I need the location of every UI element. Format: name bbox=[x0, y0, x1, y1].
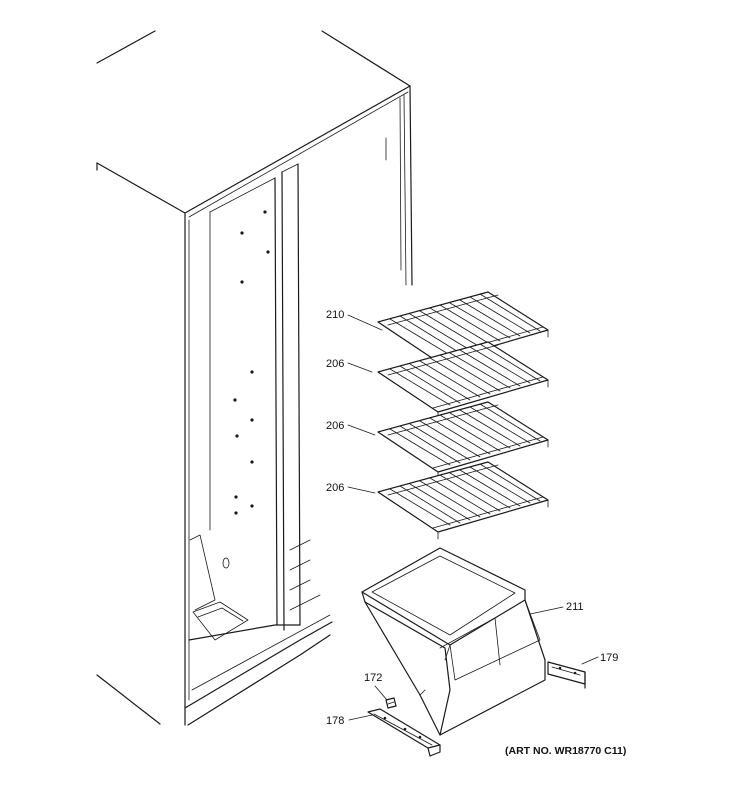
slide-rail-178 bbox=[367, 708, 441, 757]
shelf-206-upper bbox=[377, 341, 549, 420]
callout-178: 178 bbox=[326, 715, 344, 727]
callout-210: 210 bbox=[326, 309, 344, 321]
callout-206-upper: 206 bbox=[326, 358, 344, 370]
screw-172 bbox=[385, 697, 397, 709]
leader-lines bbox=[347, 314, 599, 721]
callout-179: 179 bbox=[600, 652, 618, 664]
callout-206-lower: 206 bbox=[326, 482, 344, 494]
storage-bin-211 bbox=[361, 547, 546, 736]
callout-206-middle: 206 bbox=[326, 420, 344, 432]
shelf-206-middle bbox=[377, 401, 549, 480]
freezer-cabinet bbox=[96, 30, 413, 726]
callout-172: 172 bbox=[364, 672, 382, 684]
art-number: (ART NO. WR18770 C11) bbox=[505, 745, 626, 757]
slide-rail-179 bbox=[547, 661, 586, 689]
shelf-206-lower bbox=[377, 461, 549, 540]
callout-211: 211 bbox=[566, 601, 584, 613]
